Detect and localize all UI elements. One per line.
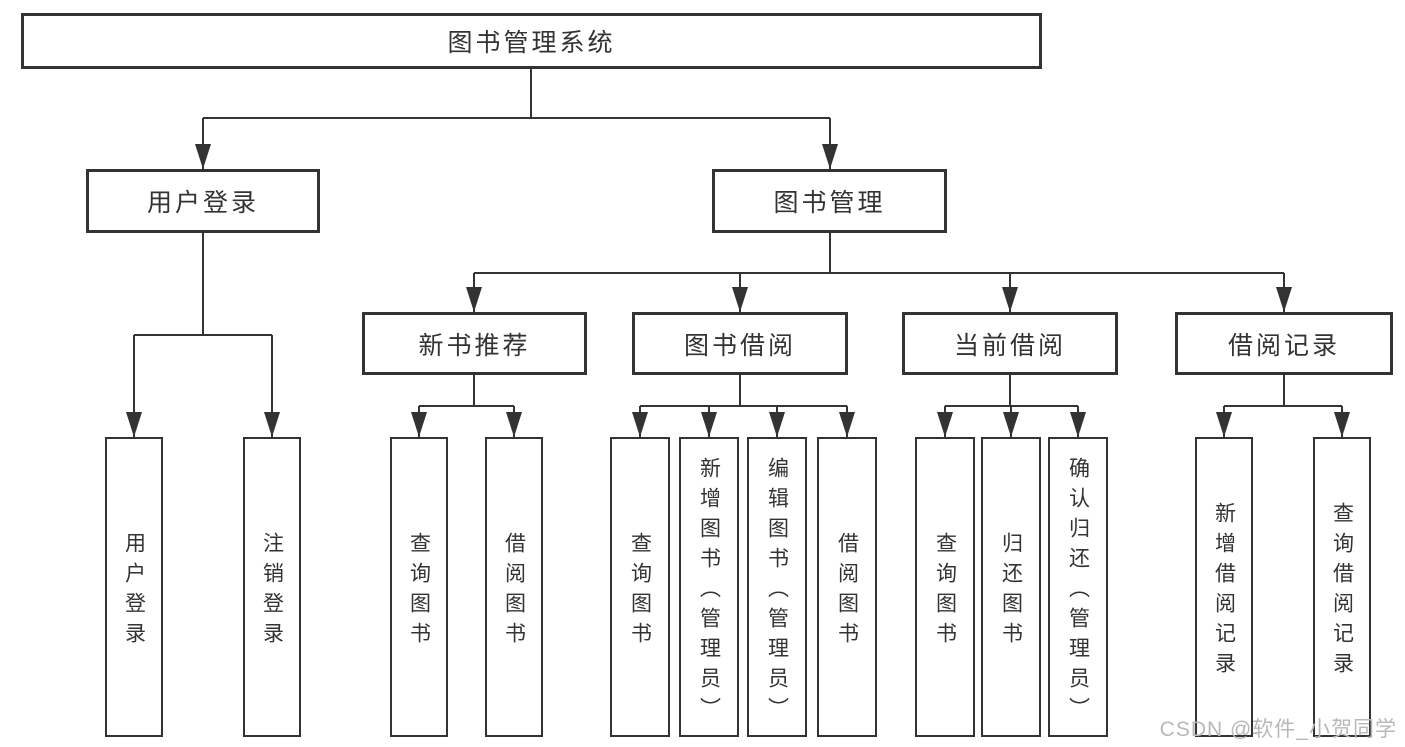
- leaf-logout-label: 注销登录: [260, 531, 284, 652]
- connector-arrowheads: [126, 144, 1350, 437]
- leaf-logout: 注销登录: [243, 437, 301, 737]
- leaf-borrowing-edit-books-admin: 编辑图书（管理员）: [747, 437, 807, 737]
- leaf-borrowing-query-books: 查询图书: [610, 437, 670, 737]
- leaf-borrowing-add-books-admin: 新增图书（管理员）: [679, 437, 739, 737]
- node-book-borrowing: 图书借阅: [632, 312, 848, 375]
- leaf-borrowing-query-books-label: 查询图书: [628, 531, 652, 652]
- node-user-login-label: 用户登录: [146, 189, 259, 217]
- node-book-management-system: 图书管理系统: [21, 13, 1042, 69]
- node-book-management: 图书管理: [712, 169, 947, 233]
- node-current-borrowing-label: 当前借阅: [953, 331, 1066, 360]
- leaf-current-return-books: 归还图书: [981, 437, 1041, 737]
- leaf-current-confirm-return-admin-label: 确认归还（管理员）: [1066, 456, 1090, 727]
- leaf-borrowing-add-books-admin-label: 新增图书（管理员）: [697, 456, 721, 727]
- node-book-management-system-label: 图书管理系统: [447, 29, 616, 57]
- leaf-recommend-query-books-label: 查询图书: [407, 531, 431, 652]
- leaf-records-query-record: 查询借阅记录: [1313, 437, 1371, 737]
- node-book-management-label: 图书管理: [773, 189, 886, 217]
- leaf-records-query-record-label: 查询借阅记录: [1330, 501, 1354, 682]
- leaf-recommend-borrow-books-label: 借阅图书: [502, 531, 526, 652]
- node-new-book-recommend: 新书推荐: [362, 312, 587, 375]
- node-current-borrowing: 当前借阅: [902, 312, 1118, 375]
- leaf-recommend-query-books: 查询图书: [390, 437, 448, 737]
- node-borrowing-records-label: 借阅记录: [1227, 331, 1340, 360]
- leaf-recommend-borrow-books: 借阅图书: [485, 437, 543, 737]
- leaf-current-query-books: 查询图书: [915, 437, 975, 737]
- leaf-current-query-books-label: 查询图书: [933, 531, 957, 652]
- leaf-current-return-books-label: 归还图书: [999, 531, 1023, 652]
- watermark: CSDN @软件_小贺同学: [1159, 718, 1397, 741]
- node-borrowing-records: 借阅记录: [1175, 312, 1393, 375]
- leaf-borrowing-borrow-books-label: 借阅图书: [835, 531, 859, 652]
- node-user-login: 用户登录: [86, 169, 320, 233]
- node-new-book-recommend-label: 新书推荐: [418, 331, 531, 360]
- leaf-user-login: 用户登录: [105, 437, 163, 737]
- leaf-borrowing-edit-books-admin-label: 编辑图书（管理员）: [765, 456, 789, 727]
- leaf-records-add-record: 新增借阅记录: [1195, 437, 1253, 737]
- leaf-borrowing-borrow-books: 借阅图书: [817, 437, 877, 737]
- node-book-borrowing-label: 图书借阅: [683, 331, 796, 360]
- leaf-current-confirm-return-admin: 确认归还（管理员）: [1048, 437, 1108, 737]
- leaf-user-login-label: 用户登录: [122, 531, 146, 652]
- connector-lines: [133, 69, 1343, 437]
- leaf-records-add-record-label: 新增借阅记录: [1212, 501, 1236, 682]
